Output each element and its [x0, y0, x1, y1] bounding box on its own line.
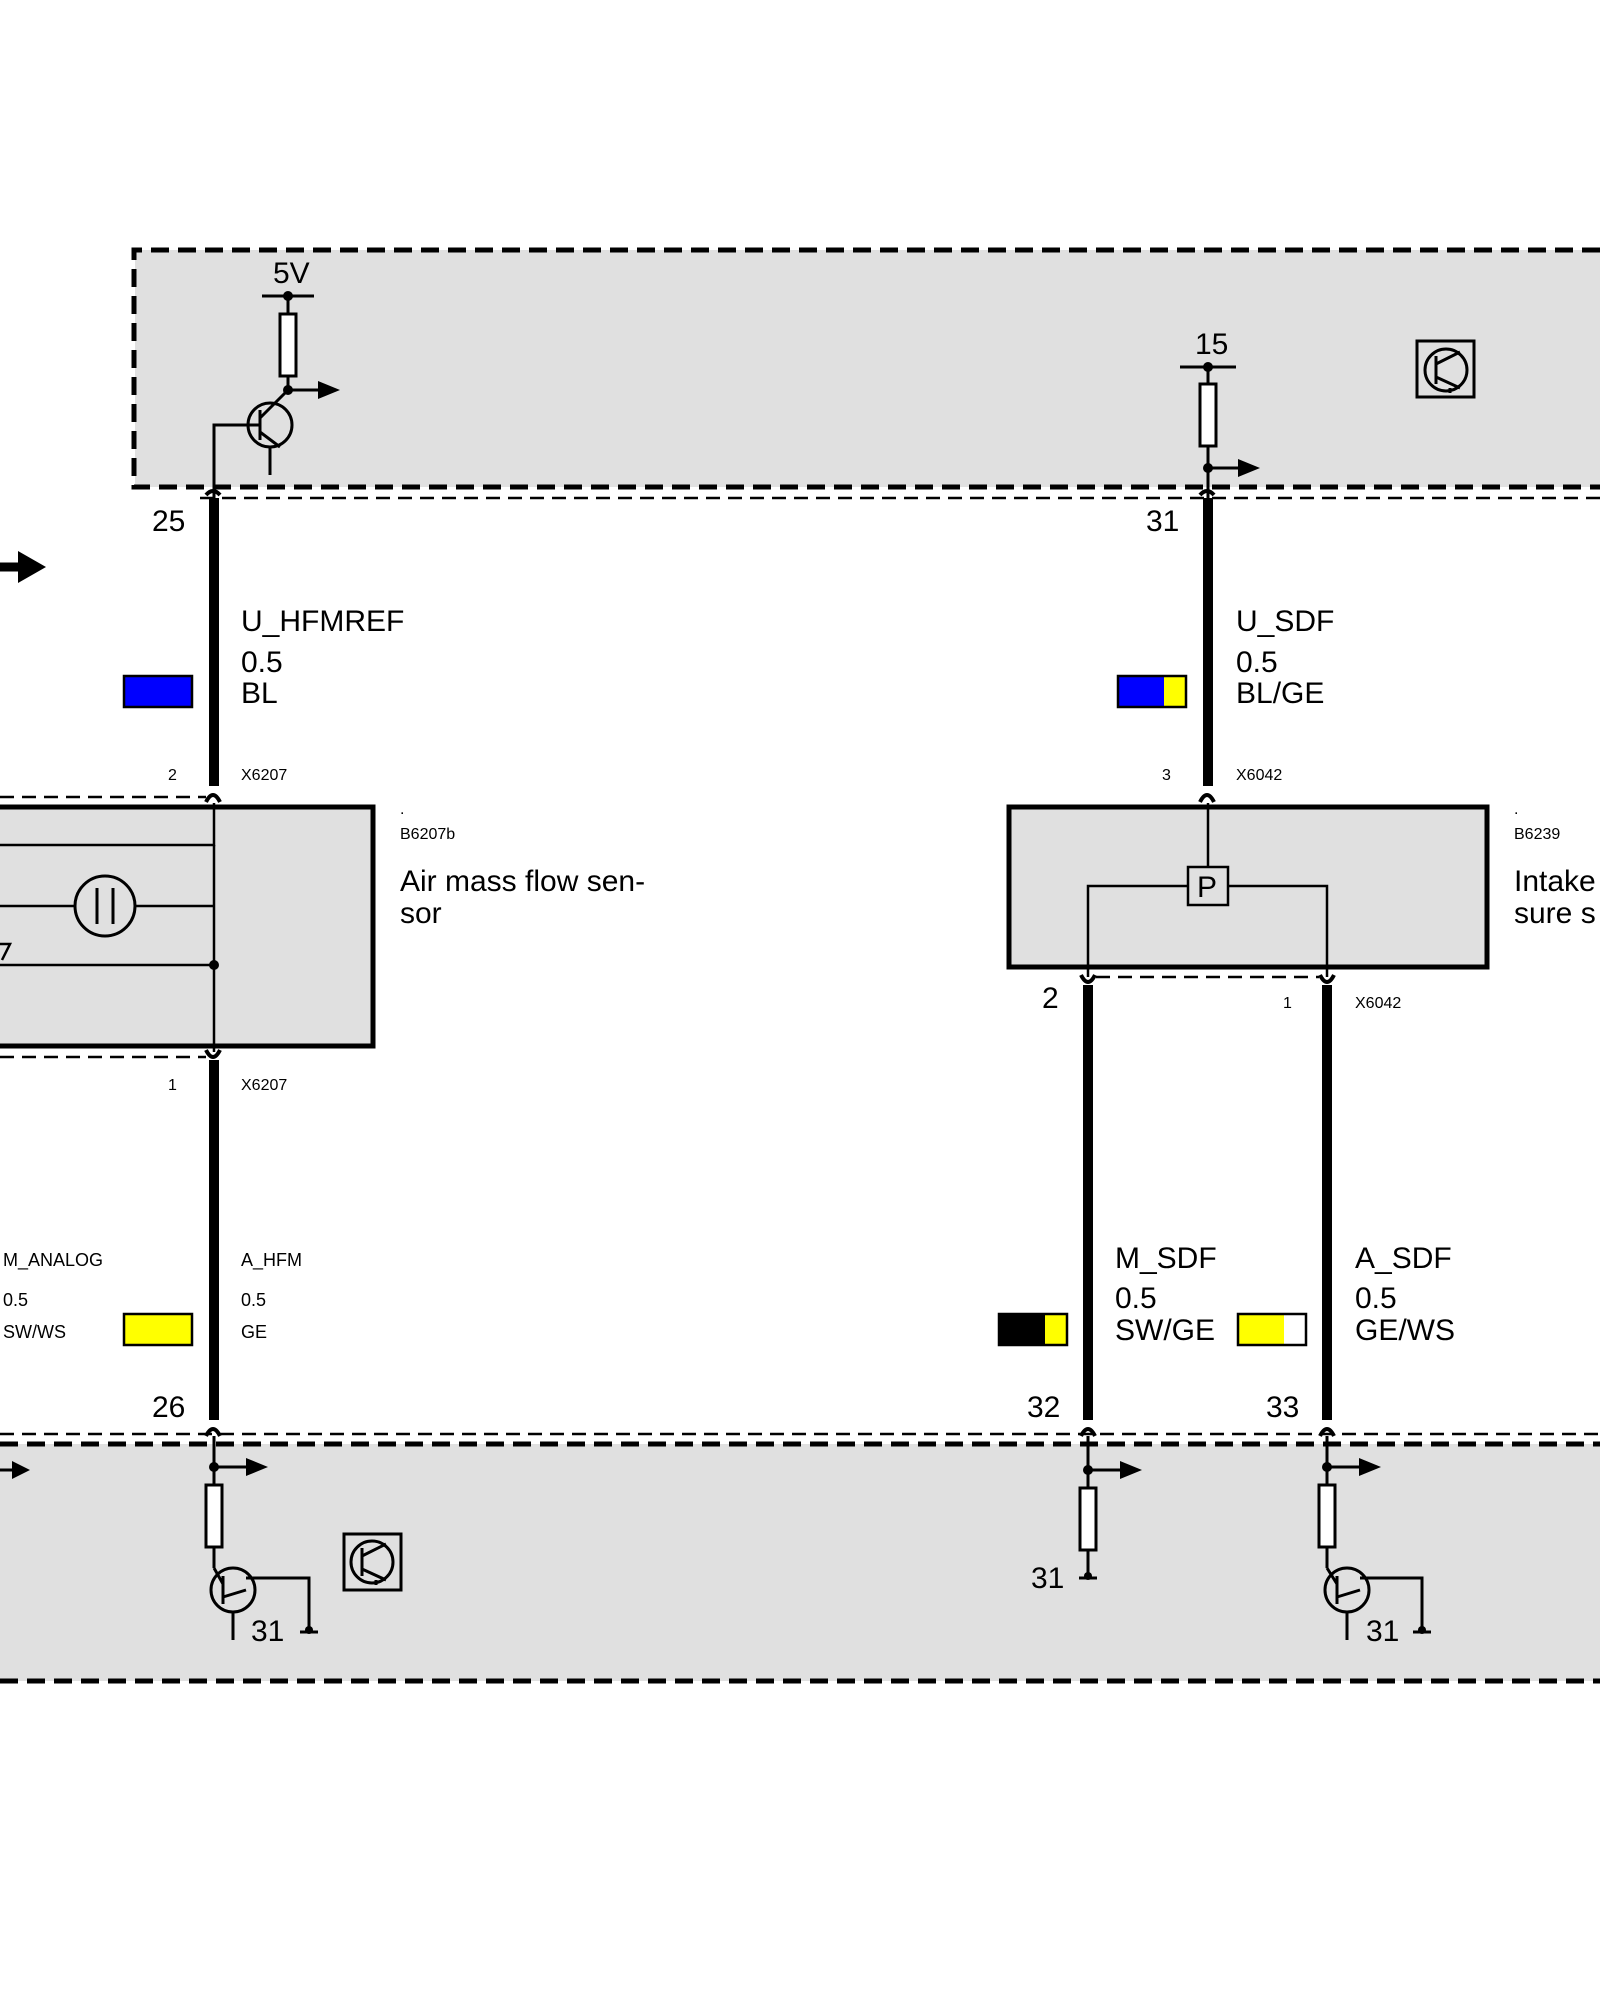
pin-number: 31: [1146, 505, 1179, 538]
connector-pin: 1: [1283, 995, 1292, 1012]
wire-color: GE/WS: [1355, 1314, 1455, 1347]
wire-color-swatch: [122, 1312, 194, 1347]
wire-size: 0.5: [241, 1290, 266, 1310]
top-control-module: 5V 15: [131, 247, 1600, 500]
connector-pin: 1: [168, 1077, 177, 1094]
ref-voltage-driver: [212, 291, 340, 498]
wire-color: BL: [241, 677, 278, 710]
air-mass-flow-sensor: [0, 795, 376, 1059]
connector-id: X6207: [241, 1077, 287, 1094]
component-label-sdf: . B6239 Intake sure s: [1514, 801, 1596, 930]
pin-number: 26: [152, 1391, 185, 1424]
ground-31-label: 31: [1031, 1562, 1064, 1595]
wire-size: 0.5: [241, 646, 283, 679]
pin-number: 25: [152, 505, 185, 538]
wire-color-swatch: [1238, 1314, 1284, 1345]
wire-color: SW/WS: [3, 1322, 66, 1342]
continuation-arrow-icon: [0, 551, 46, 583]
wire-label-u-hfmref: U_HFMREF 0.5 BL: [122, 605, 404, 710]
connector-pin: 3: [1162, 767, 1171, 784]
supply-15-label: 15: [1195, 328, 1228, 361]
wire-color-swatch: [1118, 676, 1164, 707]
wire-size: 0.5: [1355, 1282, 1397, 1315]
wire-color-swatch: [122, 674, 194, 709]
connector-id: X6042: [1236, 767, 1282, 784]
wire-label-a-hfm: A_HFM 0.5 GE: [241, 1250, 302, 1342]
pressure-symbol-label: P: [1197, 871, 1217, 904]
wire-label-a-sdf: A_SDF 0.5 GE/WS: [1236, 1242, 1455, 1347]
wire-color: SW/GE: [1115, 1314, 1215, 1347]
wire-u-sdf: [1198, 489, 1216, 803]
component-name: Intake: [1514, 865, 1596, 898]
wire-u-hfmref: [204, 489, 222, 803]
sdf-supply-driver: [1180, 362, 1260, 498]
component-label-hfm: . B6207b Air mass flow sen- sor: [400, 801, 645, 930]
component-dot: .: [400, 801, 404, 818]
wire-size: 0.5: [1236, 646, 1278, 679]
wire-name: A_SDF: [1355, 1242, 1452, 1275]
sdf-input-stage: [1317, 1436, 1431, 1640]
wire-label-u-sdf: U_SDF 0.5 BL/GE: [1116, 605, 1334, 710]
wire-name: U_HFMREF: [241, 605, 404, 638]
component-code: B6207b: [400, 826, 455, 843]
ground-31-label: 31: [1366, 1615, 1399, 1648]
connector-id: X6042: [1355, 995, 1401, 1012]
component-name: sor: [400, 897, 442, 930]
wire-name: A_HFM: [241, 1250, 302, 1271]
component-name: sure s: [1514, 897, 1596, 930]
wire-size: 0.5: [1115, 1282, 1157, 1315]
component-dot: .: [1514, 801, 1518, 818]
wire-a-sdf: [1318, 974, 1336, 1437]
connector-id: X6207: [241, 767, 287, 784]
wire-size: 0.5: [3, 1290, 28, 1310]
control-unit-symbol-icon: [1415, 339, 1476, 399]
wire-color: BL/GE: [1236, 677, 1324, 710]
bottom-control-module: 31 31 31: [0, 1432, 1600, 1684]
component-code: B6239: [1514, 826, 1560, 843]
wire-color-swatch: [999, 1314, 1045, 1345]
wire-color: GE: [241, 1322, 267, 1342]
sdf-ground-stage: [1078, 1436, 1142, 1580]
supply-5v-label: 5V: [273, 257, 310, 290]
wire-name: M_SDF: [1115, 1242, 1217, 1275]
pin-number: 32: [1027, 1391, 1060, 1424]
hfm-input-stage: [204, 1436, 318, 1640]
component-name: Air mass flow sen-: [400, 865, 645, 898]
connector-pin: 2: [1042, 982, 1059, 1015]
wire-m-sdf: [1079, 974, 1097, 1437]
wire-name: U_SDF: [1236, 605, 1334, 638]
pin-number: 33: [1266, 1391, 1299, 1424]
control-unit-symbol-icon: [342, 1532, 403, 1592]
wire-a-hfm: [204, 1049, 222, 1437]
wire-label-m-sdf: M_SDF 0.5 SW/GE: [997, 1242, 1217, 1347]
wire-label-m-analog: M_ANALOG 0.5 SW/WS: [3, 1250, 194, 1347]
wire-name: M_ANALOG: [3, 1250, 103, 1271]
intake-pressure-sensor: P: [1006, 803, 1490, 979]
connector-pin: 2: [168, 767, 177, 784]
ground-31-label: 31: [251, 1615, 284, 1648]
